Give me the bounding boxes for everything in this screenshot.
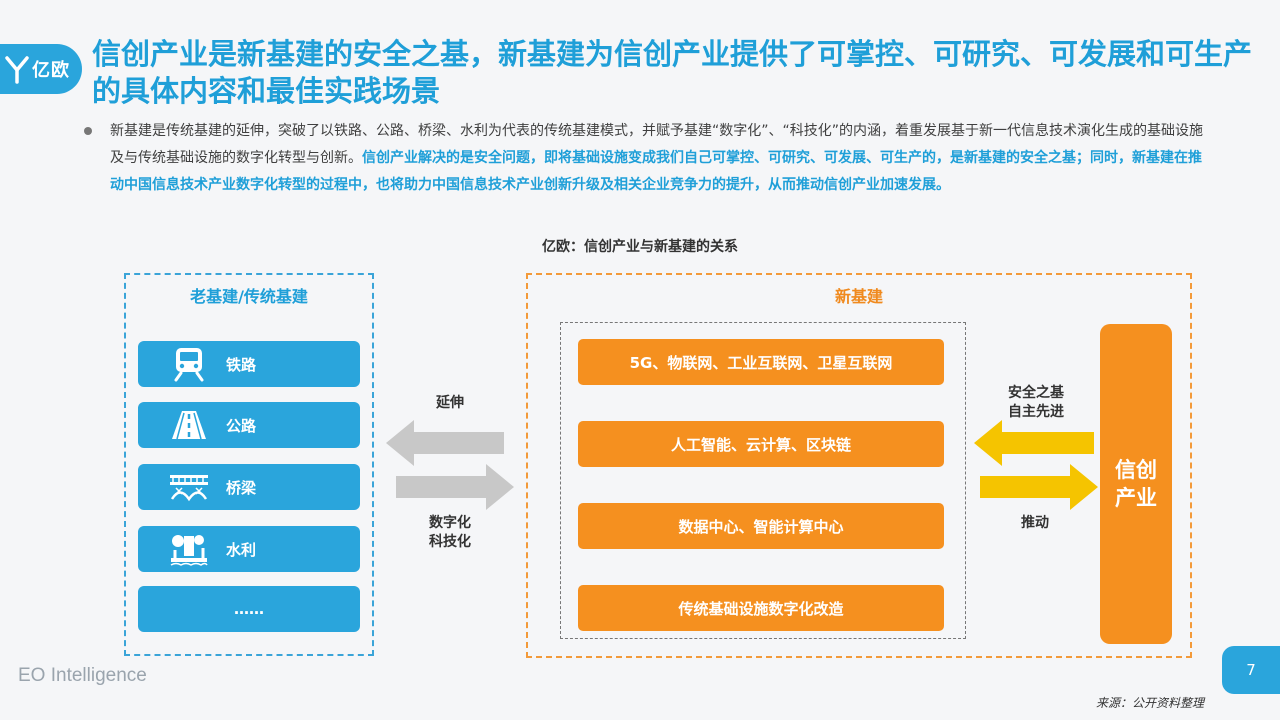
extend-label: 延伸 bbox=[436, 395, 464, 411]
new-item-5g: 5G、物联网、工业互联网、卫星互联网 bbox=[578, 339, 944, 385]
old-item-railway: 铁路 bbox=[138, 341, 360, 387]
autonomy-label: 自主先进 bbox=[1008, 404, 1064, 420]
tech-label: 科技化 bbox=[429, 534, 471, 550]
road-icon bbox=[162, 409, 216, 441]
bullet-dot bbox=[84, 127, 92, 135]
bullet-text: 新基建是传统基建的延伸，突破了以铁路、公路、桥梁、水利为代表的传统基建模式，并赋… bbox=[110, 118, 1204, 199]
old-item-label: 桥梁 bbox=[226, 478, 257, 497]
new-box-title: 新基建 bbox=[834, 287, 883, 306]
old-item-bridge: 桥梁 bbox=[138, 464, 360, 510]
new-item-traditional-upgrade: 传统基础设施数字化改造 bbox=[578, 585, 944, 631]
logo-text: 亿欧 bbox=[32, 60, 70, 81]
logo-tab: 亿欧 bbox=[0, 44, 82, 94]
arrow-right-gray bbox=[396, 464, 514, 510]
xinchuang-industry-bar: 信创 产业 bbox=[1100, 324, 1172, 644]
source-note: 来源：公开资料整理 bbox=[1095, 696, 1204, 710]
security-base-label: 安全之基 bbox=[1008, 385, 1064, 401]
bridge-icon bbox=[162, 472, 216, 502]
arrow-right-yellow bbox=[980, 464, 1098, 510]
page-title: 信创产业是新基建的安全之基，新基建为信创产业提供了可掌控、可研究、可发展和可生产… bbox=[92, 37, 1253, 108]
new-item-ai: 人工智能、云计算、区块链 bbox=[578, 421, 944, 467]
old-item-label: 铁路 bbox=[226, 355, 257, 374]
new-items-inner-box bbox=[560, 322, 966, 639]
old-item-label: 水利 bbox=[226, 540, 257, 559]
old-item-water: 水利 bbox=[138, 526, 360, 572]
new-item-datacenter: 数据中心、智能计算中心 bbox=[578, 503, 944, 549]
arrow-left-gray bbox=[386, 420, 504, 466]
diagram-title: 亿欧：信创产业与新基建的关系 bbox=[542, 239, 738, 255]
bullet-normal-text: 新基建是传统基建的延伸，突破了以铁路、公路、桥梁、水利为代表的传统基建模式，并赋… bbox=[110, 123, 1204, 166]
digital-tech-label: 数字化 科技化 bbox=[410, 514, 490, 552]
digital-label: 数字化 bbox=[429, 515, 471, 531]
old-item-label: 公路 bbox=[226, 416, 257, 435]
brand-footer: EO Intelligence bbox=[18, 665, 147, 686]
old-item-road: 公路 bbox=[138, 402, 360, 448]
bullet-paragraph: 新基建是传统基建的延伸，突破了以铁路、公路、桥梁、水利为代表的传统基建模式，并赋… bbox=[84, 118, 1204, 199]
arrow-left-yellow bbox=[974, 420, 1094, 466]
bullet-highlight-text: 信创产业解决的是安全问题，即将基础设施变成我们自己可掌控、可研究、可发展、可生产… bbox=[110, 150, 1202, 193]
drive-label: 推动 bbox=[1021, 515, 1049, 531]
old-item-more: …… bbox=[138, 586, 360, 632]
old-infrastructure-box: 老基建/传统基建 铁路 公路 bbox=[124, 273, 374, 656]
new-infrastructure-box: 新基建 bbox=[526, 273, 1192, 658]
old-item-label: …… bbox=[234, 600, 264, 618]
xinchuang-line1: 信创 bbox=[1115, 458, 1157, 482]
xinchuang-line2: 产业 bbox=[1115, 486, 1157, 510]
logo-y-icon bbox=[5, 56, 29, 84]
old-box-title: 老基建/传统基建 bbox=[190, 287, 308, 306]
train-icon bbox=[162, 346, 216, 382]
security-label: 安全之基 自主先进 bbox=[994, 384, 1078, 422]
water-icon bbox=[162, 532, 216, 566]
page-number: 7 bbox=[1222, 646, 1280, 694]
